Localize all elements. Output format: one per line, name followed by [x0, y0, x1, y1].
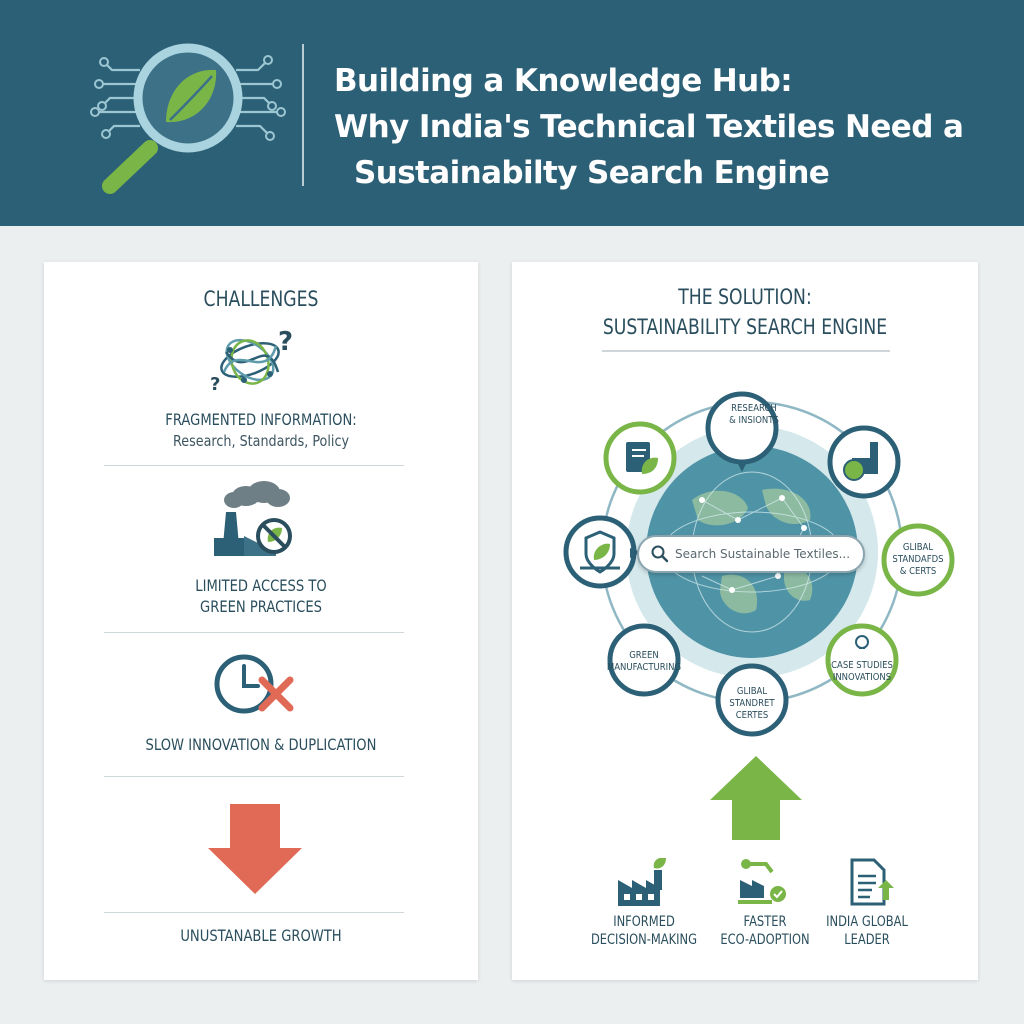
challenge-divider: [104, 465, 404, 466]
outcome-informed-line1: INFORMED: [613, 914, 675, 930]
challenge-divider: [104, 632, 404, 633]
document-up-icon: [850, 858, 894, 906]
challenge-divider: [104, 912, 404, 913]
node-green-line1: GREEN: [629, 650, 659, 661]
factory-leaf-icon: [618, 858, 666, 906]
node-global-standards-label: GLIBAL STANDAFDS & CERTS: [886, 542, 951, 578]
page-title: Building a Knowledge Hub: Why India's Te…: [334, 58, 1014, 196]
outcome-leader-line1: INDIA GLOBAL: [826, 914, 908, 930]
outcome-faster-label: FASTER ECO-ADOPTION: [704, 913, 827, 949]
unsustainable-growth-label: UNUSTANABLE GROWTH: [180, 926, 342, 945]
svg-text:?: ?: [210, 374, 220, 395]
node-global-standards-line1: GLIBAL: [902, 542, 934, 553]
node-left-bottom: [607, 623, 681, 697]
header-divider: [302, 44, 304, 186]
node-bottom: [715, 663, 789, 737]
challenges-heading: CHALLENGES: [203, 287, 319, 311]
search-placeholder: Search Sustainable Textiles...: [675, 547, 851, 561]
search-input[interactable]: Search Sustainable Textiles...: [637, 535, 865, 573]
node-research-label: RESEARCH & INSIONTS: [718, 403, 789, 427]
node-bottom-line2: STANDRET: [729, 698, 775, 709]
node-bottom-line1: GLIBAL: [736, 686, 768, 697]
outcome-faster-line2: ECO-ADOPTION: [720, 932, 810, 948]
limited-access-label-2: GREEN PRACTICES: [200, 597, 322, 616]
factory-no-leaf-icon: [214, 481, 292, 556]
up-arrow-icon: [710, 756, 802, 840]
solution-divider: [602, 350, 890, 352]
node-research-line2: & INSIONTS: [729, 415, 779, 426]
node-global-standards-line3: & CERTS: [899, 566, 937, 577]
outcome-leader-line2: LEADER: [844, 932, 890, 948]
node-green-line2: MANUFACTURING: [606, 662, 682, 673]
eco-factory-icon: [738, 859, 786, 904]
title-line-1: Building a Knowledge Hub:: [334, 63, 793, 99]
node-case-studies-line1: CASE STUDIES: [831, 660, 893, 671]
svg-text:?: ?: [278, 327, 293, 357]
title-line-2: Why India's Technical Textiles Need a: [334, 109, 964, 145]
limited-access-label-1: LIMITED ACCESS TO: [195, 576, 327, 595]
node-research-line1: RESEARCH: [731, 403, 777, 414]
outcome-informed-line2: DECISION-MAKING: [590, 932, 698, 948]
solution-heading-1: THE SOLUTION:: [678, 285, 812, 309]
title-line-3: Sustainabilty Search Engine: [354, 155, 830, 191]
outcome-faster-line1: FASTER: [743, 914, 787, 930]
outcome-informed-label: INFORMED DECISION-MAKING: [583, 913, 706, 949]
slow-innovation-label: SLOW INNOVATION & DUPLICATION: [145, 735, 377, 754]
node-case-studies-label: CASE STUDIES INNOVATIONS: [830, 660, 895, 684]
solution-heading-2: SUSTAINABILITY SEARCH ENGINE: [602, 315, 888, 339]
magnifier-leaf-circuit-icon: [90, 43, 286, 194]
node-case-studies-line2: INNOVATIONS: [832, 672, 892, 683]
tangled-question-icon: ? ?: [210, 327, 293, 395]
outcome-leader-label: INDIA GLOBAL LEADER: [806, 913, 929, 949]
node-green-manufacturing-label: GREEN MANUFACTURING: [607, 650, 682, 674]
fragmented-info-label: FRAGMENTED INFORMATION:: [165, 410, 357, 429]
fragmented-info-sublabel: Research, Standards, Policy: [172, 432, 350, 450]
down-arrow-icon: [208, 804, 302, 894]
clock-x-icon: [214, 654, 294, 714]
node-bottom-label: GLIBAL STANDRET CERTES: [720, 686, 785, 722]
search-icon: [651, 545, 669, 563]
node-bottom-line3: CERTES: [735, 710, 769, 721]
challenge-divider: [104, 776, 404, 777]
node-global-standards-line2: STANDAFDS: [892, 554, 944, 565]
